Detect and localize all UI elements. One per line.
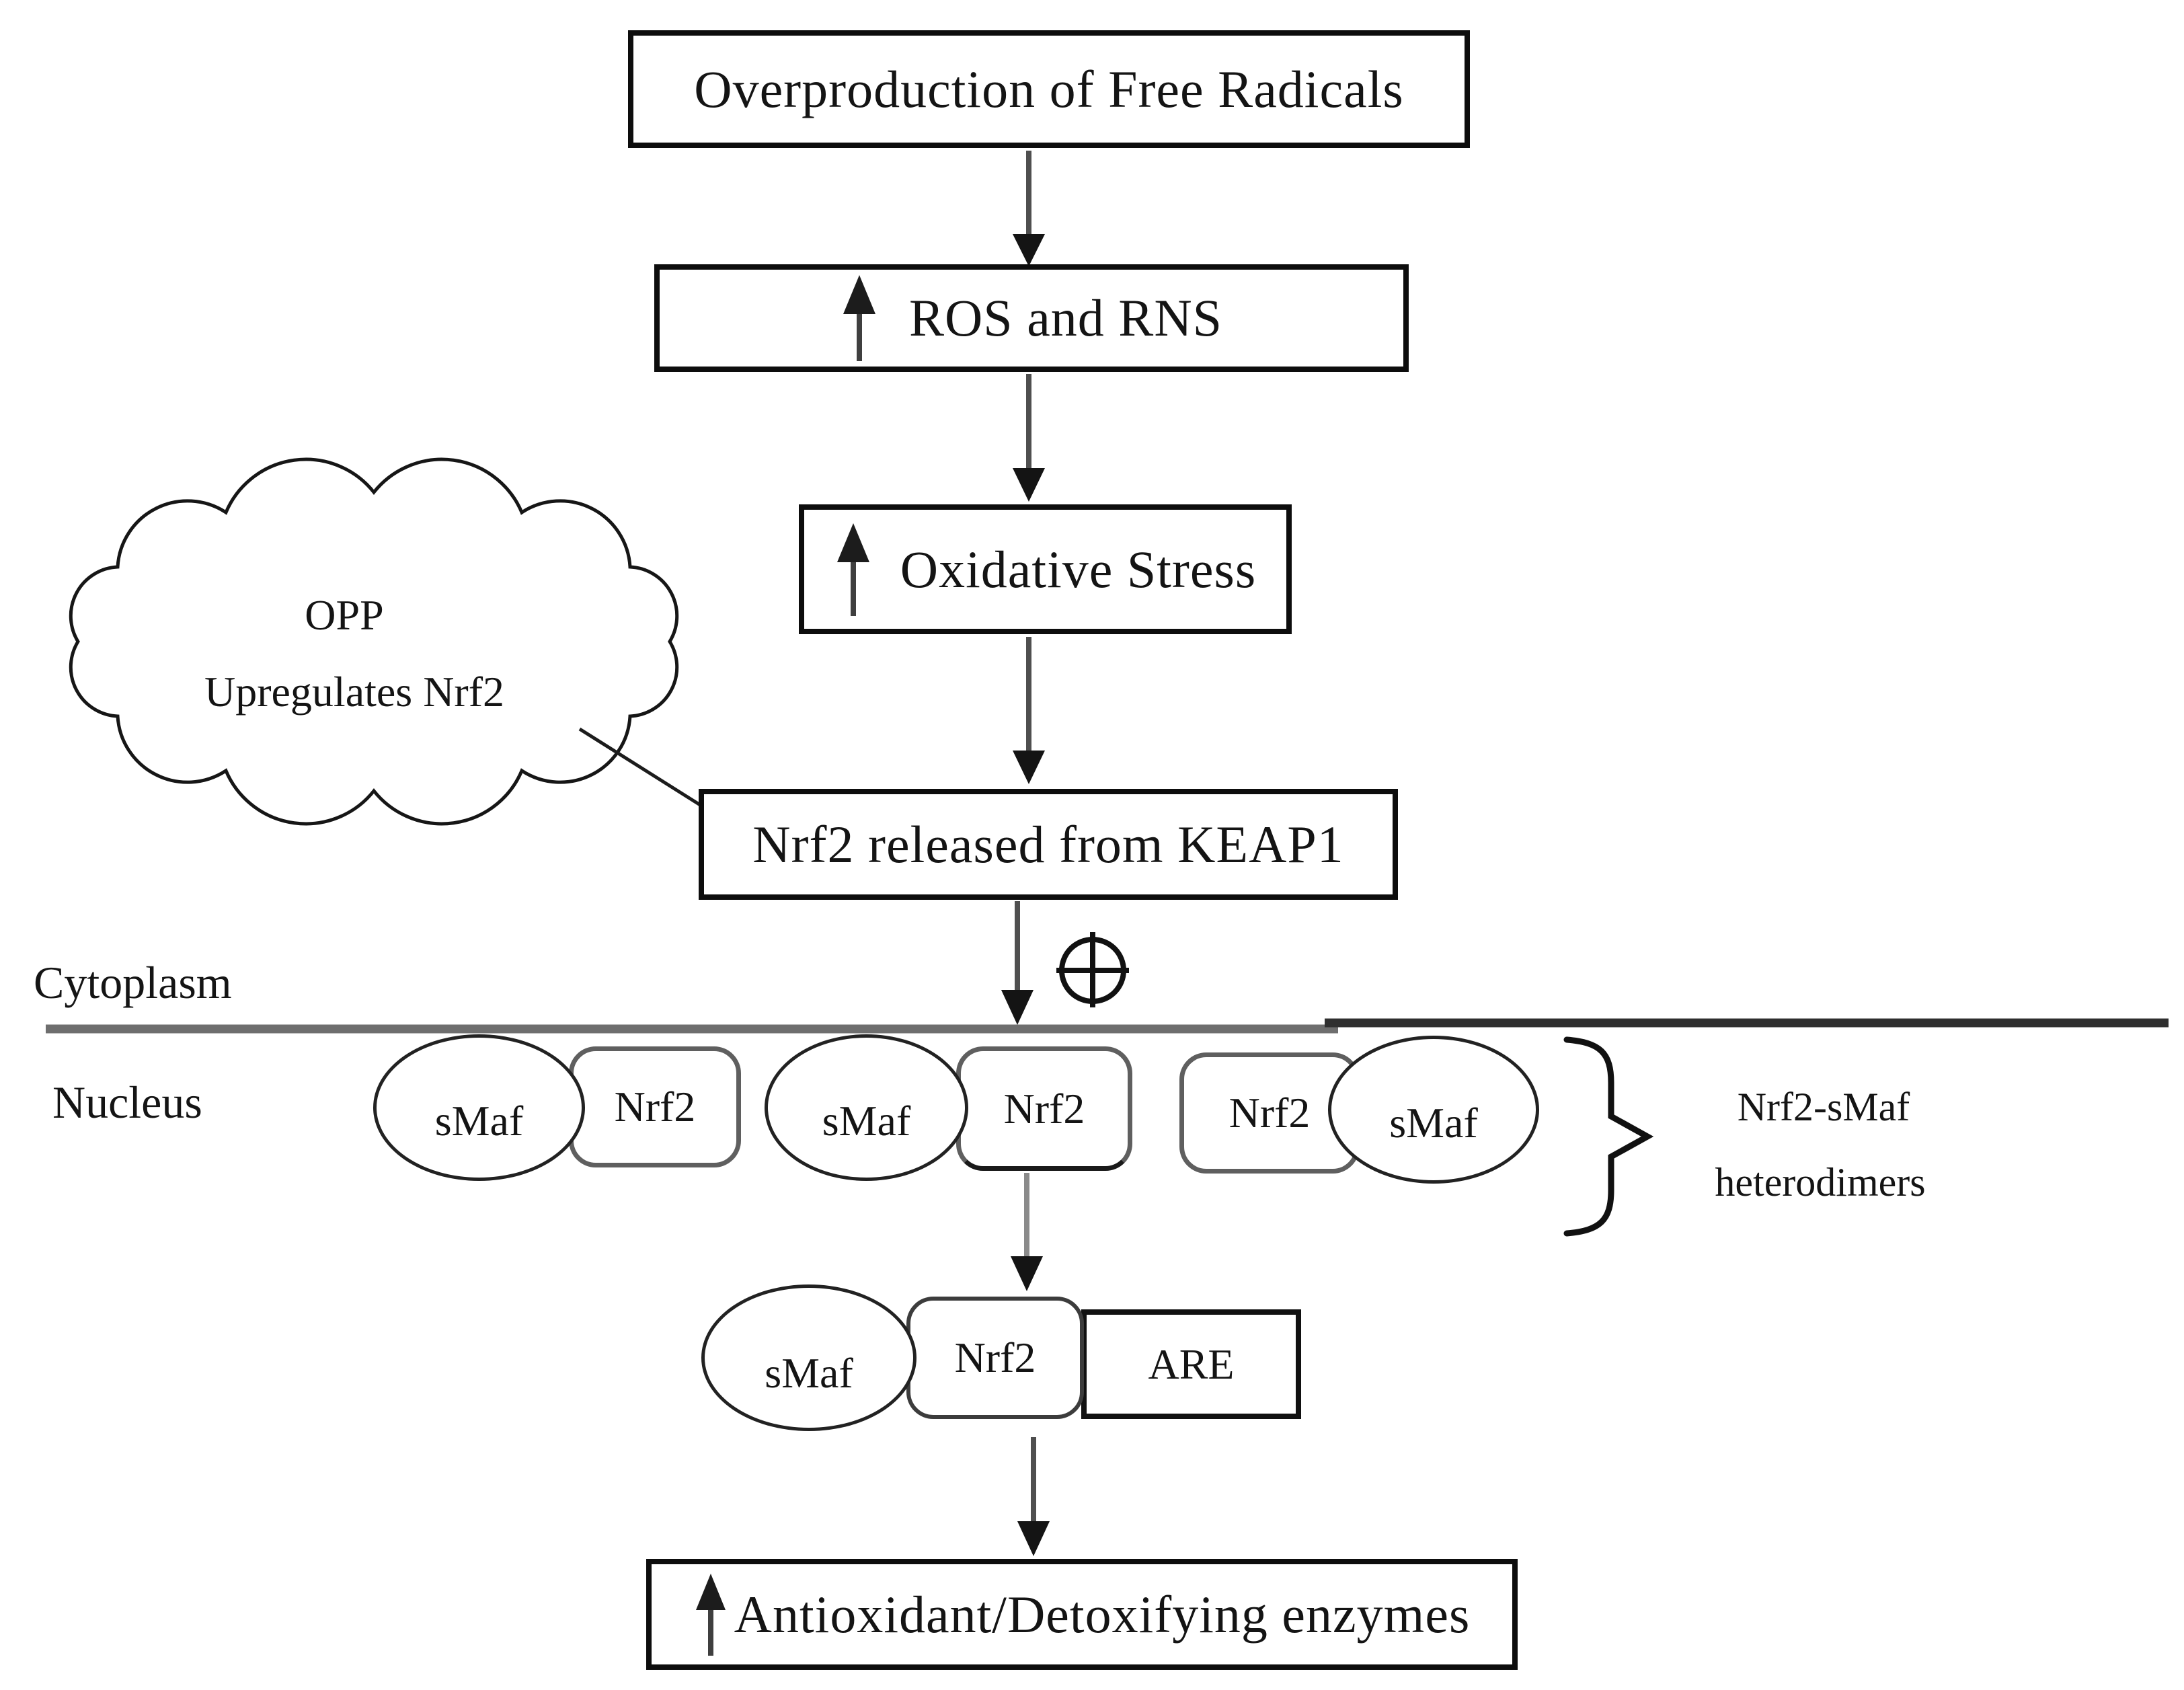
box-ros-rns: ROS and RNS xyxy=(654,264,1409,372)
up-arrow-icon xyxy=(836,523,869,616)
box-oxidative-stress-label: Oxidative Stress xyxy=(900,539,1257,599)
smaf-label: sMaf xyxy=(1389,1099,1478,1147)
cloud-text-opp: OPP xyxy=(305,591,384,639)
nucleus-label: Nucleus xyxy=(52,1077,202,1128)
box-ros-rns-label: ROS and RNS xyxy=(908,289,1223,347)
cytoplasm-label: Cytoplasm xyxy=(34,957,232,1008)
nrf2-rect-pair1: Nrf2 xyxy=(569,1046,741,1167)
flow-arrow-1 xyxy=(1013,151,1045,266)
box-enzymes: Antioxidant/Detoxifying enzymes xyxy=(646,1559,1518,1670)
nrf2-label: Nrf2 xyxy=(1228,1089,1311,1137)
box-nrf2-released: Nrf2 released from KEAP1 xyxy=(699,789,1398,900)
box-free-radicals-label: Overproduction of Free Radicals xyxy=(694,59,1404,118)
brace-label-line1: Nrf2-sMaf xyxy=(1737,1085,1910,1129)
nrf2-rect-complex: Nrf2 xyxy=(906,1297,1084,1419)
cloud-text-upregulates: Upregulates Nrf2 xyxy=(204,668,505,716)
plus-circle-icon xyxy=(1056,932,1129,1007)
up-arrow-icon xyxy=(843,275,875,361)
smaf-label: sMaf xyxy=(765,1349,853,1397)
nrf2-label: Nrf2 xyxy=(1003,1084,1085,1132)
nrf2-rect-pair2: Nrf2 xyxy=(956,1046,1132,1171)
cloud-shape xyxy=(69,457,679,826)
flow-arrow-3 xyxy=(1013,637,1045,784)
up-arrow-icon xyxy=(695,1573,726,1656)
smaf-oval-pair1: sMaf xyxy=(373,1034,585,1181)
flow-arrow-4 xyxy=(1001,901,1034,1025)
flow-arrow-5 xyxy=(1011,1173,1043,1291)
heterodimer-brace xyxy=(1563,1036,1654,1237)
smaf-oval-complex: sMaf xyxy=(701,1284,916,1431)
nrf2-label: Nrf2 xyxy=(614,1083,696,1130)
box-free-radicals: Overproduction of Free Radicals xyxy=(628,30,1470,148)
smaf-label: sMaf xyxy=(434,1097,524,1145)
flow-arrow-6 xyxy=(1017,1437,1050,1556)
nrf2-label: Nrf2 xyxy=(954,1334,1036,1381)
smaf-oval-pair3: sMaf xyxy=(1328,1036,1539,1184)
brace-label-line2: heterodimers xyxy=(1715,1160,1926,1204)
flow-arrow-2 xyxy=(1013,374,1045,502)
smaf-oval-pair2: sMaf xyxy=(765,1034,968,1181)
are-box: ARE xyxy=(1081,1309,1301,1419)
smaf-label: sMaf xyxy=(822,1097,911,1145)
box-nrf2-released-label: Nrf2 released from KEAP1 xyxy=(752,814,1344,874)
box-enzymes-label: Antioxidant/Detoxifying enzymes xyxy=(734,1584,1471,1644)
are-label: ARE xyxy=(1148,1340,1235,1388)
membrane-line xyxy=(46,1018,2169,1034)
box-oxidative-stress: Oxidative Stress xyxy=(799,504,1292,634)
